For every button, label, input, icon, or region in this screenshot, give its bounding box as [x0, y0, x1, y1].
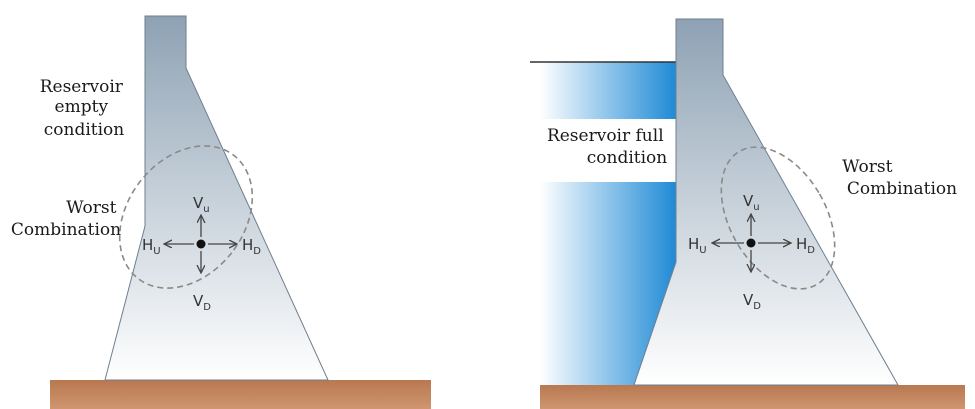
hd-label-left: HD — [242, 236, 261, 257]
worst-combination-label-right: Worst Combination — [842, 157, 957, 199]
vd-label-right: VD — [743, 291, 761, 312]
left-diagram: Reservoir empty condition Worst Combinat… — [11, 15, 431, 409]
vu-label-left: Vu — [193, 194, 210, 215]
resultant-point-right — [746, 238, 756, 248]
reservoir-empty-label: Reservoir empty condition — [40, 77, 129, 140]
ground-left — [50, 380, 431, 409]
reservoir-full-label: Reservoir full condition — [547, 126, 669, 168]
reservoir-label-backdrop — [540, 119, 676, 182]
dam-body-right — [633, 18, 899, 386]
ground-right — [540, 385, 965, 409]
worst-combination-ellipse-right — [720, 146, 836, 290]
hu-label-left: HU — [142, 236, 161, 257]
dam-body-left — [104, 15, 329, 381]
right-diagram: Reservoir full condition Worst Combinati… — [530, 18, 965, 409]
vd-label-left: VD — [193, 292, 211, 313]
resultant-point-left — [196, 239, 206, 249]
hu-label-right: HU — [688, 235, 707, 256]
vu-label-right: Vu — [743, 192, 760, 213]
hd-label-right: HD — [796, 235, 815, 256]
worst-combination-ellipse-left — [118, 145, 254, 289]
worst-combination-label-left: Worst Combination — [11, 198, 122, 240]
